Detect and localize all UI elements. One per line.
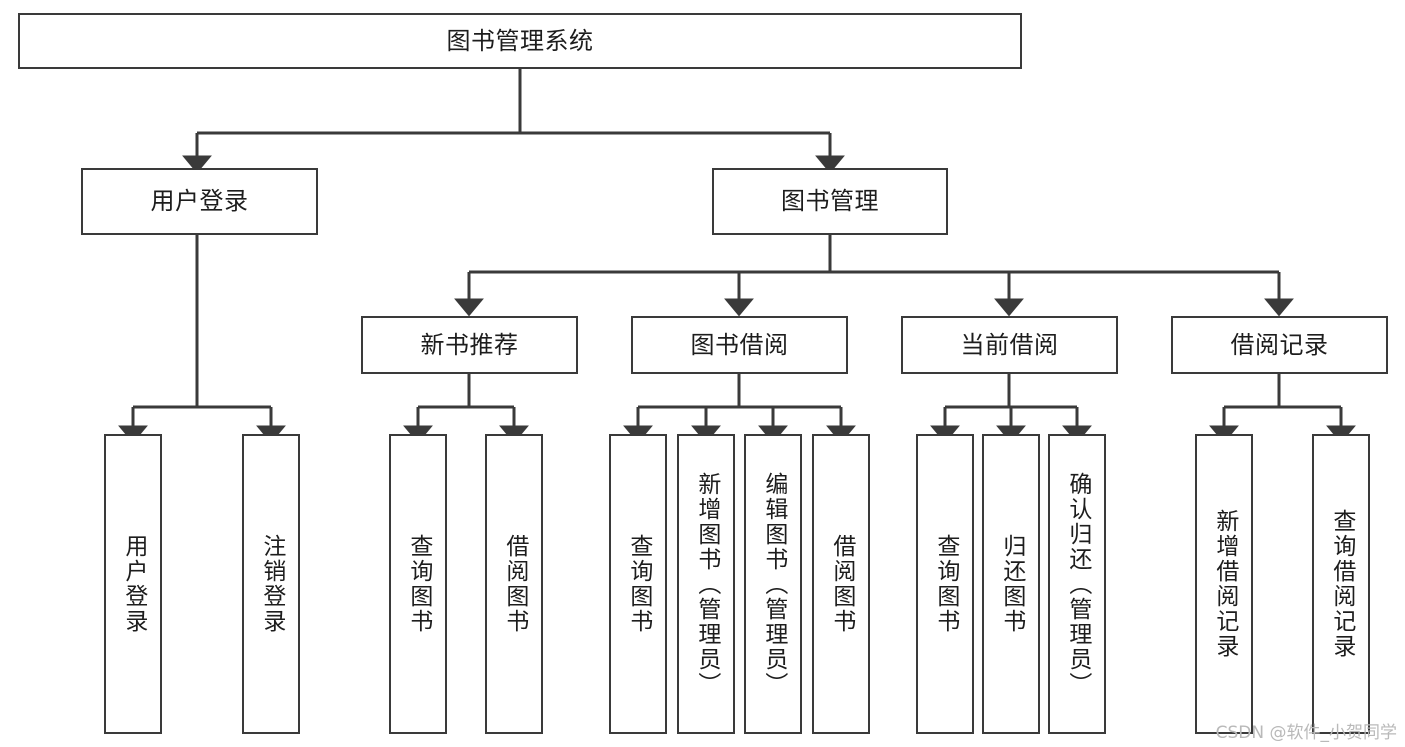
node-leaf-borrow-book-2[interactable]: 借阅图书 bbox=[812, 434, 870, 734]
node-leaf-borrow-book-1[interactable]: 借阅图书 bbox=[485, 434, 543, 734]
node-leaf-add-record-label: 新增借阅记录 bbox=[1211, 509, 1238, 659]
node-leaf-query-book-1[interactable]: 查询图书 bbox=[389, 434, 447, 734]
node-leaf-query-book-2-label: 查询图书 bbox=[625, 534, 652, 634]
node-leaf-query-book-2[interactable]: 查询图书 bbox=[609, 434, 667, 734]
node-leaf-query-book-1-label: 查询图书 bbox=[405, 534, 432, 634]
node-new-book-recommend-label: 新书推荐 bbox=[420, 330, 519, 359]
node-book-management[interactable]: 图书管理 bbox=[712, 168, 948, 235]
node-leaf-add-book-label: 新增图书（管理员） bbox=[693, 471, 720, 697]
node-leaf-return-book[interactable]: 归还图书 bbox=[982, 434, 1040, 734]
node-leaf-add-record[interactable]: 新增借阅记录 bbox=[1195, 434, 1253, 734]
node-leaf-confirm-return[interactable]: 确认归还（管理员） bbox=[1048, 434, 1106, 734]
node-leaf-user-login[interactable]: 用户登录 bbox=[104, 434, 162, 734]
node-new-book-recommend[interactable]: 新书推荐 bbox=[361, 316, 578, 374]
node-leaf-user-login-label: 用户登录 bbox=[120, 534, 147, 634]
node-leaf-edit-book-label: 编辑图书（管理员） bbox=[760, 471, 787, 697]
node-leaf-borrow-book-2-label: 借阅图书 bbox=[828, 534, 855, 634]
node-leaf-query-record[interactable]: 查询借阅记录 bbox=[1312, 434, 1370, 734]
node-borrow-record[interactable]: 借阅记录 bbox=[1171, 316, 1388, 374]
node-current-borrow-label: 当前借阅 bbox=[960, 330, 1059, 359]
node-book-borrow[interactable]: 图书借阅 bbox=[631, 316, 848, 374]
node-book-borrow-label: 图书借阅 bbox=[690, 330, 789, 359]
node-leaf-add-book[interactable]: 新增图书（管理员） bbox=[677, 434, 735, 734]
node-current-borrow[interactable]: 当前借阅 bbox=[901, 316, 1118, 374]
node-leaf-user-logout-label: 注销登录 bbox=[258, 534, 285, 634]
node-root-label: 图书管理系统 bbox=[446, 26, 594, 55]
node-user-login[interactable]: 用户登录 bbox=[81, 168, 318, 235]
node-book-management-label: 图书管理 bbox=[781, 187, 879, 216]
node-leaf-query-book-3[interactable]: 查询图书 bbox=[916, 434, 974, 734]
node-leaf-confirm-return-label: 确认归还（管理员） bbox=[1064, 471, 1091, 697]
node-leaf-edit-book[interactable]: 编辑图书（管理员） bbox=[744, 434, 802, 734]
node-leaf-user-logout[interactable]: 注销登录 bbox=[242, 434, 300, 734]
node-leaf-query-record-label: 查询借阅记录 bbox=[1328, 509, 1355, 659]
node-leaf-borrow-book-1-label: 借阅图书 bbox=[501, 534, 528, 634]
node-leaf-return-book-label: 归还图书 bbox=[998, 534, 1025, 634]
node-borrow-record-label: 借阅记录 bbox=[1230, 330, 1329, 359]
csdn-watermark: CSDN @软件_小贺同学 bbox=[1215, 723, 1397, 743]
node-leaf-query-book-3-label: 查询图书 bbox=[932, 534, 959, 634]
node-user-login-label: 用户登录 bbox=[150, 187, 249, 216]
node-root-system[interactable]: 图书管理系统 bbox=[18, 13, 1022, 69]
